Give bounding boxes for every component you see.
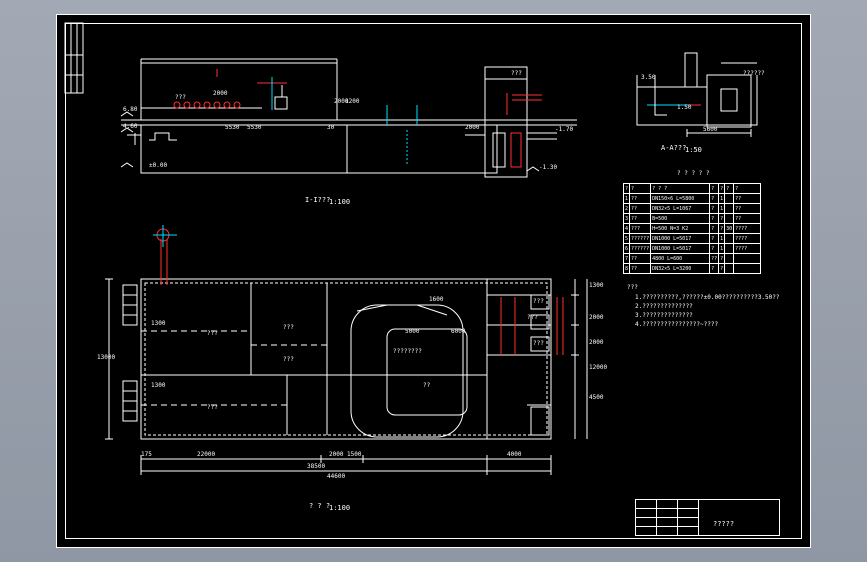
- plan-tag: ???: [283, 324, 294, 331]
- note-item: 4.????????????????~????: [635, 321, 719, 328]
- plan-dim-right: 12000: [589, 364, 608, 371]
- section-dim-1: 2000: [213, 90, 228, 97]
- bom-row: 3??B=500????: [622, 213, 762, 224]
- plan-dim-right: 2000: [589, 314, 604, 321]
- section-dim-3: 1200: [345, 98, 360, 105]
- plan-inner-dim: 5000: [405, 328, 420, 335]
- plan-dim-right: 2000: [589, 339, 604, 346]
- section-label-2: ???: [511, 70, 522, 77]
- drawing-frame: [65, 23, 802, 539]
- plan-dim-bottom: 4000: [507, 451, 522, 458]
- notes-head: ???: [627, 284, 638, 291]
- drawing-name: ?????: [713, 520, 735, 528]
- plan-tag: ???: [207, 404, 218, 411]
- note-item: 1.??????????,??????±0.00??????????3.50??: [635, 294, 780, 301]
- plan-tag: ???: [533, 340, 544, 347]
- aa-dim-1: 3.50: [641, 74, 656, 81]
- section-dim-4: 5530: [225, 124, 240, 131]
- plan-dim-right: 1300: [589, 282, 604, 289]
- plan-dim-bottom: 175: [141, 451, 152, 458]
- section-level-3: ±0.00: [149, 162, 168, 169]
- aa-view-scale: 1:50: [685, 146, 702, 154]
- plan-tag: ????????: [393, 348, 422, 355]
- section-view-title: I-I???: [305, 196, 331, 204]
- plan-inner-dim: 1600: [429, 296, 444, 303]
- section-level-2: 4.60: [123, 123, 138, 130]
- plan-tag: ??: [423, 382, 431, 389]
- bom-cell: [733, 263, 762, 274]
- section-label-1: ???: [175, 94, 186, 101]
- title-block: [635, 499, 780, 536]
- note-item: 3.??????????????: [635, 312, 693, 319]
- aa-dim-3: 1.50: [677, 104, 692, 111]
- plan-inner-dim: 1300: [151, 382, 166, 389]
- section-dim-7: 2000: [465, 124, 480, 131]
- drawing-sheet: 2000 2000 1200 5530 5530 30 2000 6.80 4.…: [56, 14, 811, 548]
- plan-tag: ???: [283, 356, 294, 363]
- section-view-drawing: [120, 58, 577, 178]
- aa-label-1: ??????: [743, 70, 765, 77]
- plan-tag: ???: [533, 298, 544, 305]
- section-level-1: 6.80: [123, 106, 138, 113]
- bom-cell: [724, 263, 735, 274]
- bom-row: 8??DN32×5 L=3200??: [622, 263, 762, 274]
- aa-view-title: A-A???: [661, 144, 687, 152]
- plan-view-drawing: [105, 225, 588, 475]
- bom-caption: ? ? ? ? ?: [677, 170, 710, 177]
- plan-tag: ???: [207, 330, 218, 337]
- plan-tag: ???: [527, 314, 538, 321]
- plan-dim-bottom: 22000: [197, 451, 216, 458]
- bom-table: ? ? ? ? ? ? ? ? ? 1??DN150×6 L=5800?1?? …: [622, 183, 762, 274]
- plan-inner-dim: 6000: [451, 328, 466, 335]
- binding-strip: [64, 22, 84, 94]
- section-view-scale: 1:100: [329, 198, 351, 206]
- note-item: 2.??????????????: [635, 303, 693, 310]
- section-level-4: -1.30: [539, 164, 558, 171]
- plan-view-title: ? ? ?: [309, 502, 331, 510]
- bom-cell: ??: [629, 263, 652, 274]
- section-dim-6: 30: [327, 124, 335, 131]
- plan-dim-bottom: 1500: [347, 451, 362, 458]
- plan-view-scale: 1:100: [329, 504, 351, 512]
- plan-dim-left: 13000: [97, 354, 116, 361]
- plan-inner-dim: 1300: [151, 320, 166, 327]
- bom-cell: ?: [709, 263, 720, 274]
- section-dim-2: 2000: [334, 98, 349, 105]
- aa-dim-2: 5600: [703, 126, 718, 133]
- section-dim-5: 5530: [247, 124, 262, 131]
- section-level-5: -1.70: [555, 126, 574, 133]
- plan-dim-bottom: 2000: [329, 451, 344, 458]
- plan-dim-total-1: 38500: [307, 463, 326, 470]
- plan-dim-right: 4500: [589, 394, 604, 401]
- plan-dim-total-2: 44600: [327, 473, 346, 480]
- bom-row: 5??????DN1000 L=5017?1????: [622, 233, 762, 244]
- aa-view-drawing: [636, 52, 758, 137]
